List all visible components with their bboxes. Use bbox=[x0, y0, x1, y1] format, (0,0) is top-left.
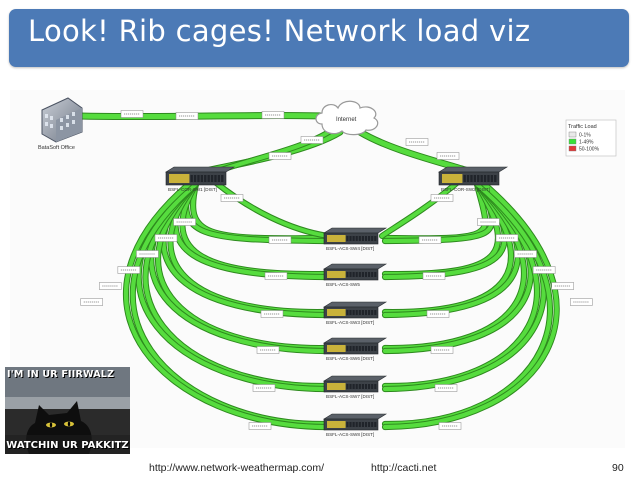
footer-cacti-url[interactable]: http://cacti.net bbox=[371, 462, 437, 474]
cat-icon bbox=[5, 367, 130, 454]
access-switch: BSFL-ACS-SW6 [DIST] bbox=[322, 337, 388, 361]
core-switch-right: BSFL-COR-SW2 [DIST] bbox=[437, 166, 509, 192]
switch-panel-icon bbox=[169, 174, 190, 183]
slide-title: Look! Rib cages! Network load viz bbox=[28, 14, 531, 48]
legend-swatch bbox=[568, 145, 577, 152]
switch-label: BSFL-COR-SW2 [DIST] bbox=[441, 187, 490, 192]
switch-label: BSFL-ACS-SW4 [DIST] bbox=[326, 246, 374, 251]
switch-label: BSFL-ACS-SW7 [DIST] bbox=[326, 394, 374, 399]
switch-label: BSFL-ACS-SW5 bbox=[326, 282, 360, 287]
switch-panel-icon bbox=[327, 271, 346, 278]
footer-weathermap-url[interactable]: http://www.network-weathermap.com/ bbox=[149, 462, 325, 474]
link-label-layer bbox=[80, 110, 593, 430]
network-link bbox=[123, 181, 328, 430]
switch-panel-icon bbox=[442, 174, 463, 183]
meme-bottom-text: WATCHIN UR PAKKITZ bbox=[6, 440, 129, 451]
switch-panel-icon bbox=[327, 345, 346, 352]
network-link bbox=[77, 112, 325, 120]
title-bar: Look! Rib cages! Network load viz bbox=[9, 9, 629, 67]
legend-swatch bbox=[568, 138, 577, 145]
traffic-load-legend: Traffic Load 0-1%1-49%50-100% bbox=[565, 119, 617, 157]
switch-label: BSFL-ACS-SW8 [DIST] bbox=[326, 432, 374, 437]
switch-panel-icon bbox=[327, 309, 346, 316]
meme-top-text: I'M IN UR FIIRWALZ bbox=[7, 369, 115, 380]
switch-panel-icon bbox=[327, 235, 346, 242]
legend-title: Traffic Load bbox=[568, 124, 597, 130]
network-link bbox=[380, 180, 460, 238]
legend-item-label: 0-1% bbox=[579, 133, 591, 139]
node-layer: BataSoft Office Internet Traffic Load 0-… bbox=[38, 97, 617, 157]
office-label: BataSoft Office bbox=[38, 145, 75, 151]
core-switch-left: BSFL-COR-SW1 [DIST] bbox=[164, 166, 236, 192]
access-switch: BSFL-ACS-SW3 [DIST] bbox=[322, 301, 388, 325]
network-link bbox=[382, 181, 559, 430]
access-switch: BSFL-ACS-SW7 [DIST] bbox=[322, 375, 388, 399]
legend-swatch bbox=[568, 131, 577, 138]
switch-label: BSFL-ACS-SW6 [DIST] bbox=[326, 356, 374, 361]
access-switch: BSFL-ACS-SW5 bbox=[322, 263, 388, 287]
access-switch: BSFL-ACS-SW8 [DIST] bbox=[322, 413, 388, 437]
switch-panel-icon bbox=[327, 383, 346, 390]
lolcat-meme-image: I'M IN UR FIIRWALZ WATCHIN UR PAKKITZ bbox=[5, 367, 130, 454]
switch-layer: BSFL-COR-SW1 [DIST] BSFL-COR-SW2 [DIST] BS… bbox=[164, 166, 509, 437]
weathermap-canvas: BataSoft Office Internet Traffic Load 0-… bbox=[10, 90, 625, 448]
network-link bbox=[213, 180, 330, 238]
switch-panel-icon bbox=[327, 421, 346, 428]
legend-item-label: 1-49% bbox=[579, 140, 594, 146]
office-building-icon bbox=[41, 97, 83, 143]
legend-item-label: 50-100% bbox=[579, 147, 600, 153]
access-switch: BSFL-ACS-SW4 [DIST] bbox=[322, 227, 388, 251]
slide-number: 90 bbox=[612, 462, 624, 474]
switch-label: BSFL-ACS-SW3 [DIST] bbox=[326, 320, 374, 325]
internet-label: Internet bbox=[336, 117, 357, 123]
weathermap-image: BataSoft Office Internet Traffic Load 0-… bbox=[10, 90, 625, 448]
switch-label: BSFL-COR-SW1 [DIST] bbox=[168, 187, 217, 192]
internet-cloud-icon bbox=[315, 100, 379, 136]
